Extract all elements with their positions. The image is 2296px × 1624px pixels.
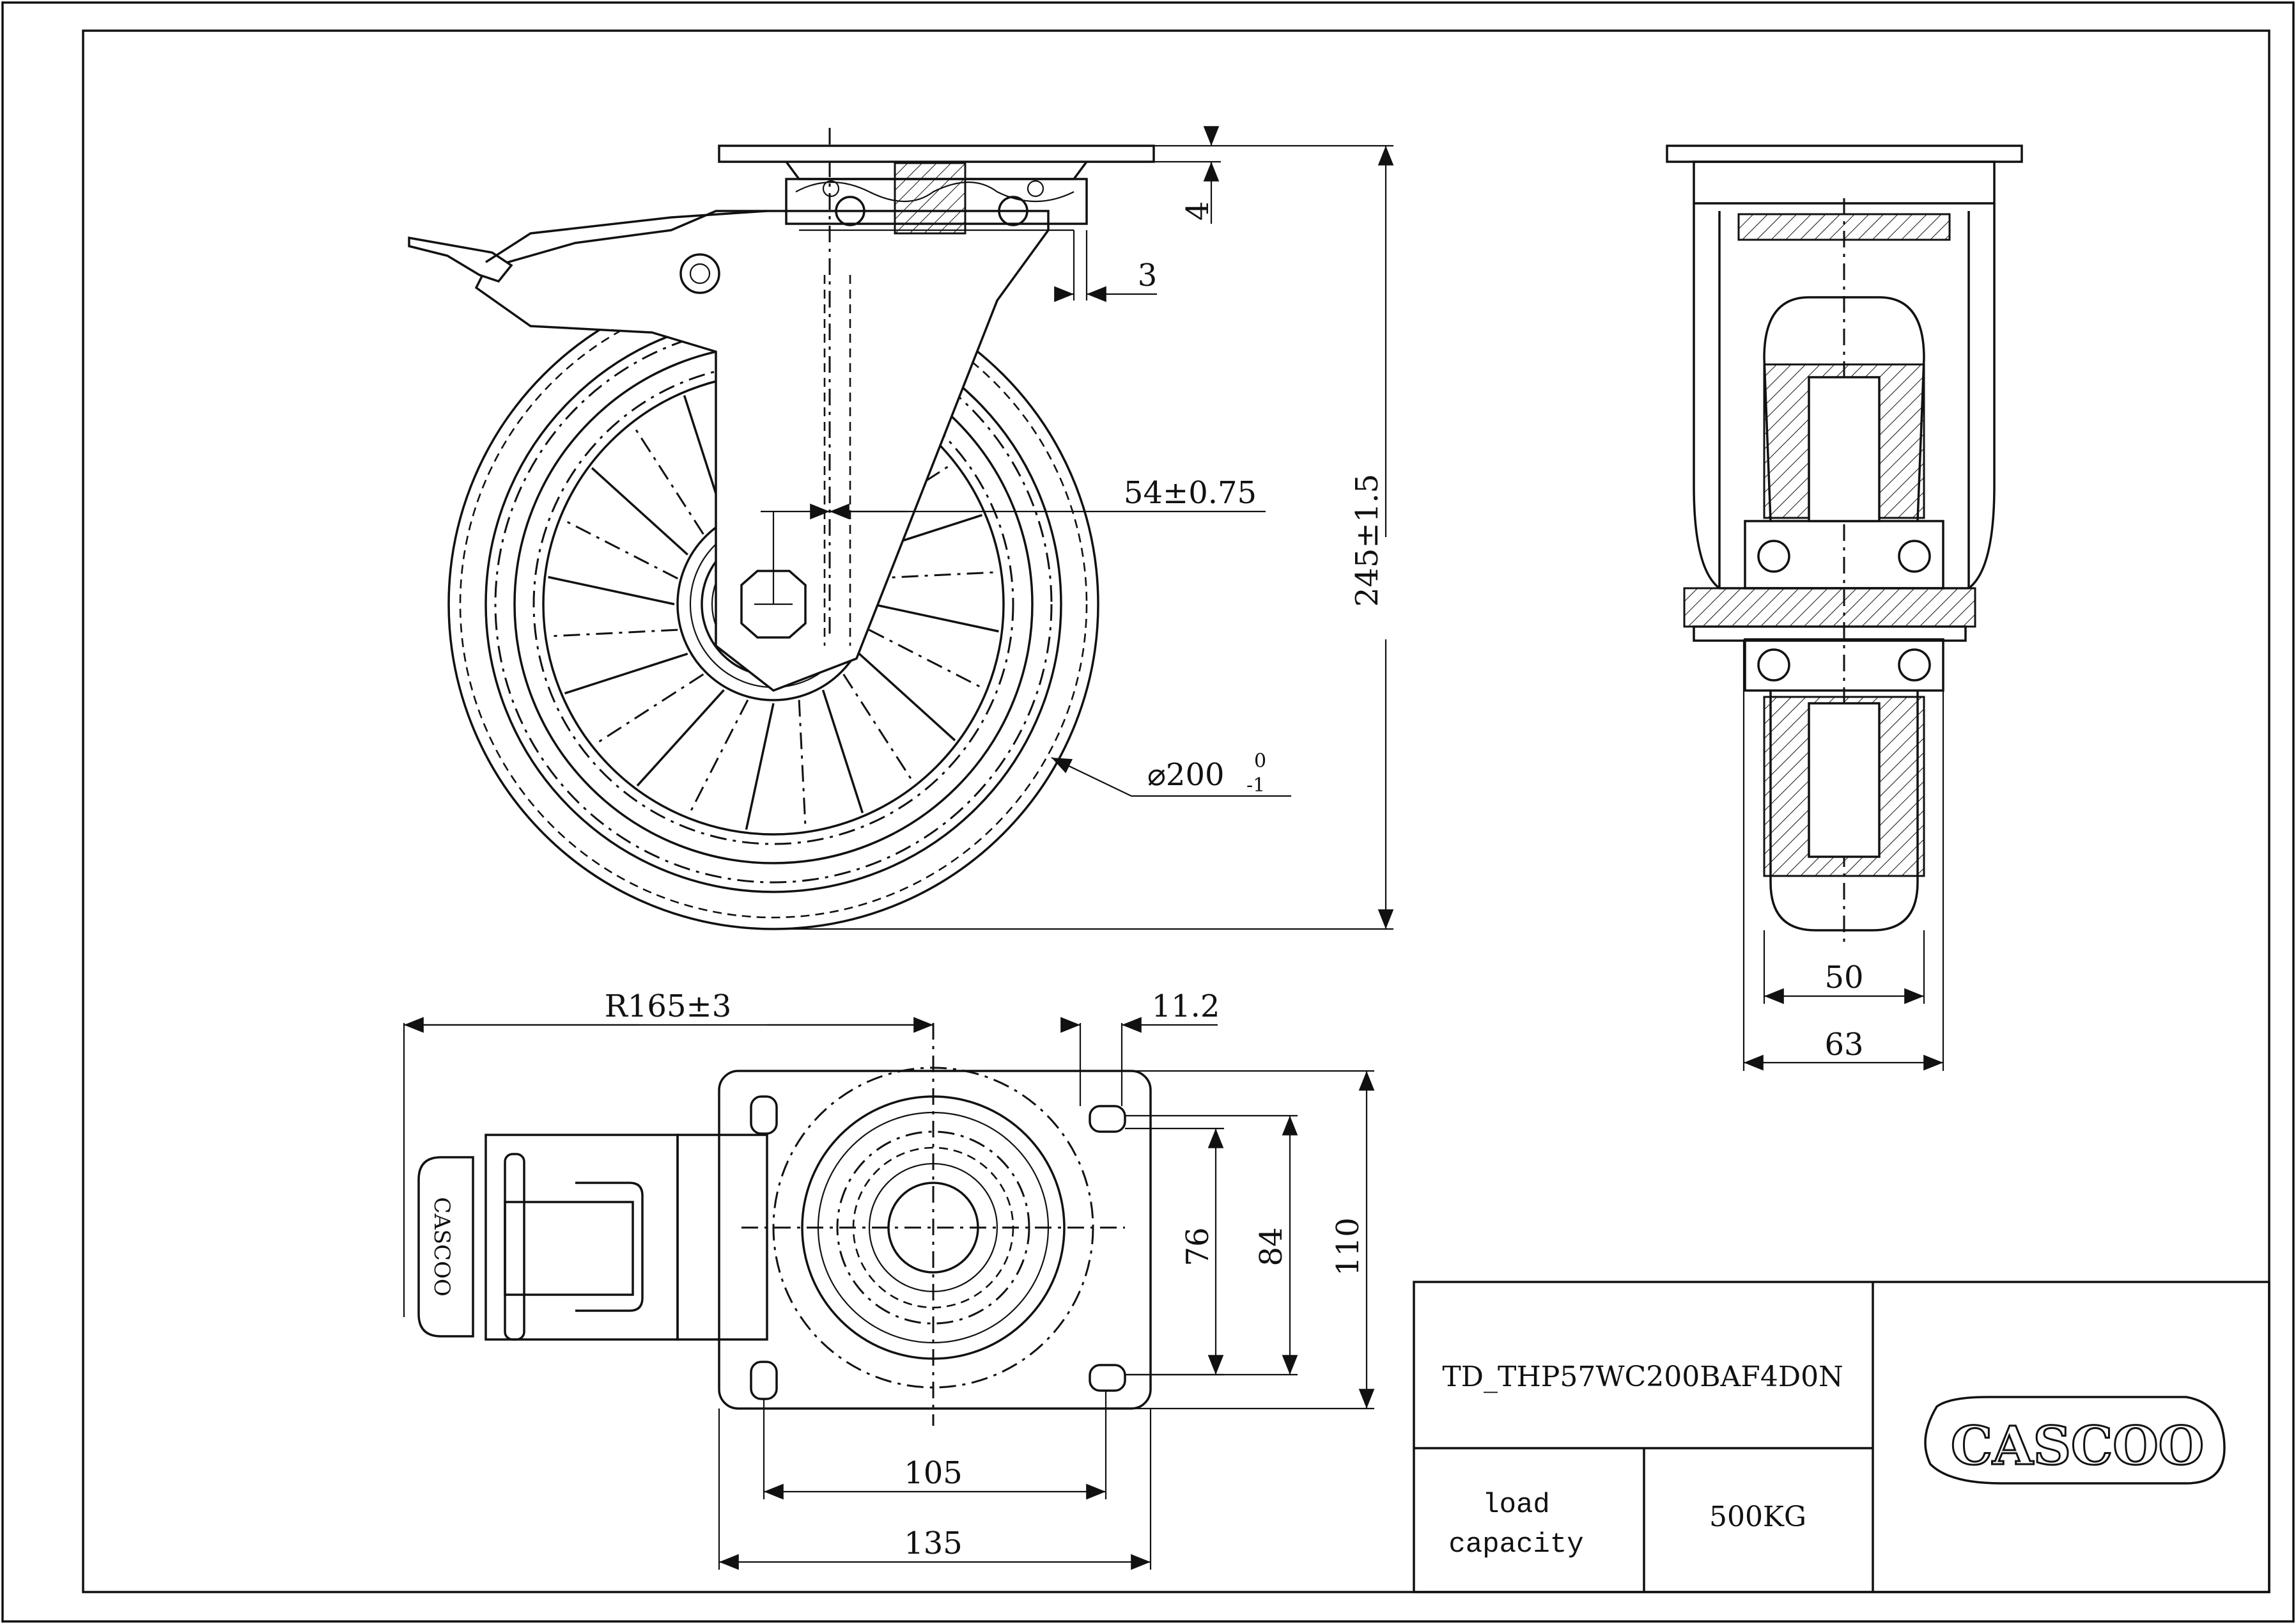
side-view: 4 3 54±0.75 245±1.5 ⌀200 0 -1: [408, 126, 1394, 930]
dim-plate-thickness: 4: [1180, 201, 1216, 221]
brake-pedal-logo-text: CASCOO: [429, 1197, 454, 1297]
dim-offset: 3: [1138, 258, 1158, 293]
dim-slot-width: 11.2: [1152, 988, 1220, 1024]
wheel-spoke: [869, 629, 985, 690]
dim-wheel-diameter-lower-tol: -1: [1246, 774, 1265, 797]
load-value: 500KG: [1709, 1501, 1806, 1533]
load-label-line2: capacity: [1448, 1529, 1583, 1561]
wheel-spoke: [548, 575, 675, 605]
wheel-spoke: [591, 467, 688, 556]
dim-wheel-diameter: ⌀200: [1147, 757, 1225, 793]
company-logo: [1924, 1396, 2226, 1485]
wheel-spoke: [632, 425, 704, 535]
dim-fork-width: 63: [1824, 1027, 1863, 1063]
wheel-spoke: [564, 652, 688, 695]
dim-plate-width: 110: [1330, 1217, 1366, 1276]
wheel-spoke: [872, 603, 999, 633]
top-view: CASCOO R165±3 11.2 76 84 110 105: [403, 988, 1375, 1570]
load-label-line1: load: [1482, 1489, 1550, 1521]
wheel-spoke: [842, 463, 953, 535]
inner-border: [82, 29, 2270, 1593]
wheel-spoke: [869, 571, 998, 580]
dim-hole-spacing-short: 84: [1253, 1227, 1289, 1266]
front-view: 50 63: [1666, 144, 2023, 1071]
wheel-spoke: [798, 699, 807, 829]
dim-wheel-diameter-upper-tol: 0: [1254, 750, 1266, 772]
wheel-spoke: [594, 673, 704, 746]
title-block: TD_THP57WC200BAF4D0N load capacity 500KG…: [1413, 1281, 2270, 1593]
dim-swivel-radius: R165±3: [605, 988, 732, 1024]
dim-plate-length: 135: [904, 1526, 963, 1561]
dim-overall-height: 245±1.5: [1349, 474, 1385, 607]
drawing-number: TD_THP57WC200BAF4D0N: [1442, 1361, 1843, 1393]
company-logo-text: CASCOO: [1951, 1416, 2204, 1477]
wheel-spoke: [745, 703, 775, 830]
dim-hole-spacing-short-inner: 76: [1180, 1227, 1216, 1266]
wheel-spoke: [548, 629, 678, 637]
dim-swivel-offset: 54±0.75: [1124, 475, 1257, 511]
wheel-spoke: [562, 519, 678, 580]
dim-wheel-width: 50: [1824, 960, 1863, 995]
wheel-spoke: [858, 653, 956, 742]
wheel-spoke: [842, 673, 915, 784]
wheel-spoke: [636, 689, 725, 787]
wheel-spoke: [821, 689, 864, 814]
dim-hole-spacing-long: 105: [904, 1455, 963, 1491]
wheel-spoke: [688, 699, 749, 816]
